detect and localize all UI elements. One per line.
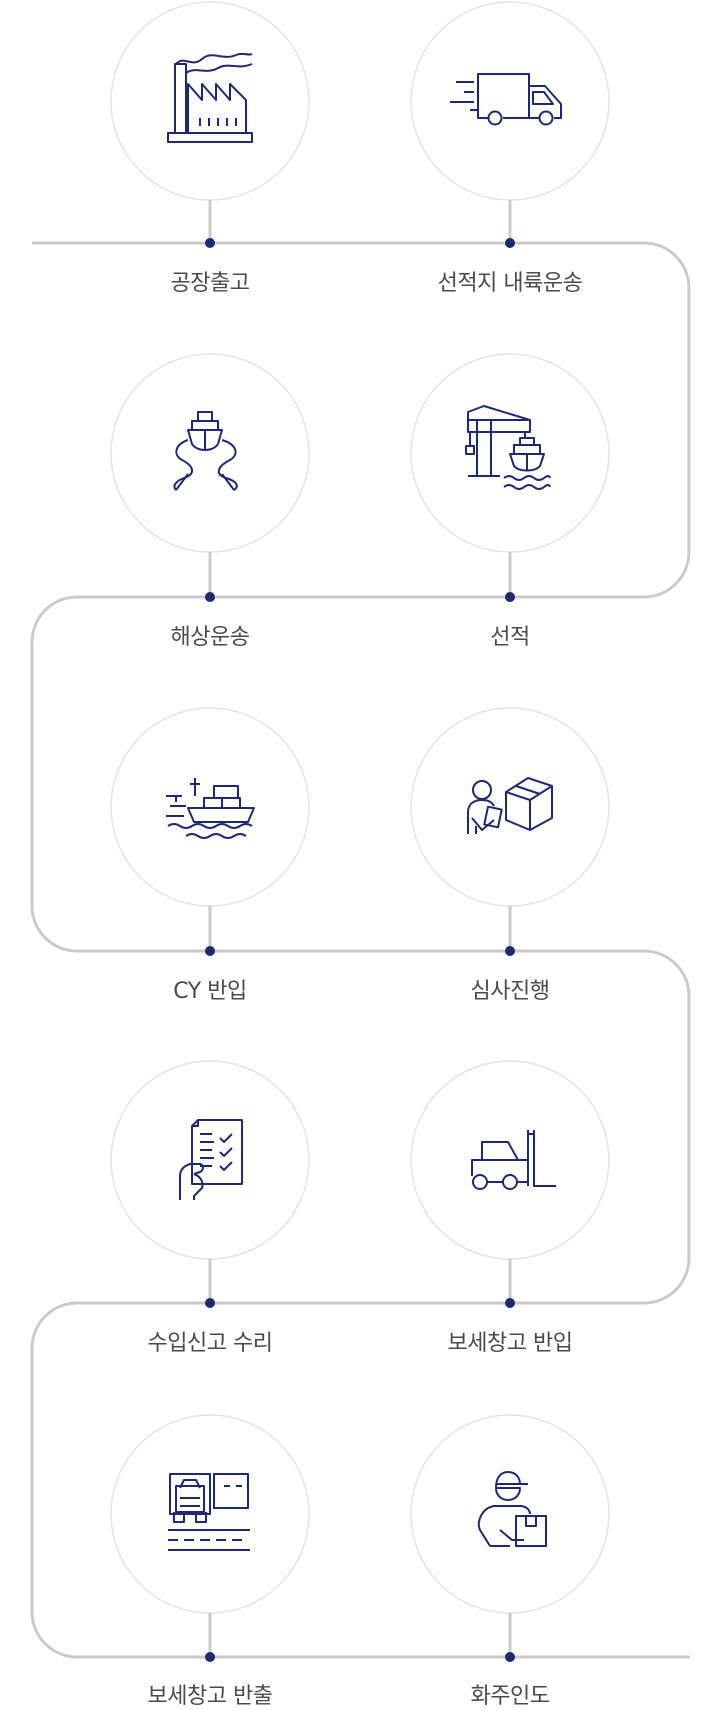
step-bonded-warehouse-out [110, 1414, 310, 1662]
step-cy-in [110, 707, 310, 956]
step-label: 보세창고 반출 [147, 1684, 273, 1709]
step-label: 화주인도 [470, 1684, 550, 1709]
step-circle [410, 1, 610, 201]
crane-loading-ship-icon [465, 405, 551, 490]
step-handover [410, 1414, 610, 1662]
step-dot [505, 946, 515, 956]
step-circle [410, 707, 610, 907]
step-dot [205, 238, 215, 248]
step-loading [410, 353, 610, 602]
step-label: 심사진행 [470, 979, 550, 1004]
step-factory-out [110, 1, 310, 248]
ship-route-icon [173, 411, 238, 491]
step-label: 해상운송 [170, 625, 250, 650]
step-label: 보세창고 반입 [447, 1331, 573, 1356]
step-label: 선적지 내륙운송 [437, 271, 583, 296]
factory-icon [167, 52, 253, 143]
inspector-box-icon [467, 777, 553, 834]
step-dot [205, 1298, 215, 1308]
forklift-icon [471, 1130, 556, 1190]
flow-path [30, 241, 691, 1659]
step-label: CY 반입 [173, 979, 247, 1004]
courier-delivery-icon [477, 1471, 547, 1547]
delivery-truck-icon [450, 73, 562, 126]
step-label: 수입신고 수리 [147, 1331, 273, 1356]
step-bonded-warehouse-in [410, 1060, 610, 1308]
step-dot [505, 592, 515, 602]
step-dot [505, 1298, 515, 1308]
container-ship-icon [166, 778, 255, 839]
step-label: 공장출고 [170, 271, 250, 296]
step-label: 선적 [490, 625, 530, 650]
step-circle [410, 1414, 610, 1614]
step-dot [205, 946, 215, 956]
checklist-hand-icon [179, 1119, 243, 1200]
step-ocean-shipping [110, 353, 310, 602]
step-circle [110, 1, 310, 201]
step-dot [505, 238, 515, 248]
step-inland-transport [410, 1, 610, 248]
step-dot [205, 592, 215, 602]
step-dot [505, 1652, 515, 1662]
step-dot [205, 1652, 215, 1662]
warehouse-truck-icon [168, 1473, 250, 1551]
step-import-declaration [110, 1060, 310, 1308]
step-inspection [410, 707, 610, 956]
step-circle [110, 1060, 310, 1260]
step-circle [110, 353, 310, 553]
